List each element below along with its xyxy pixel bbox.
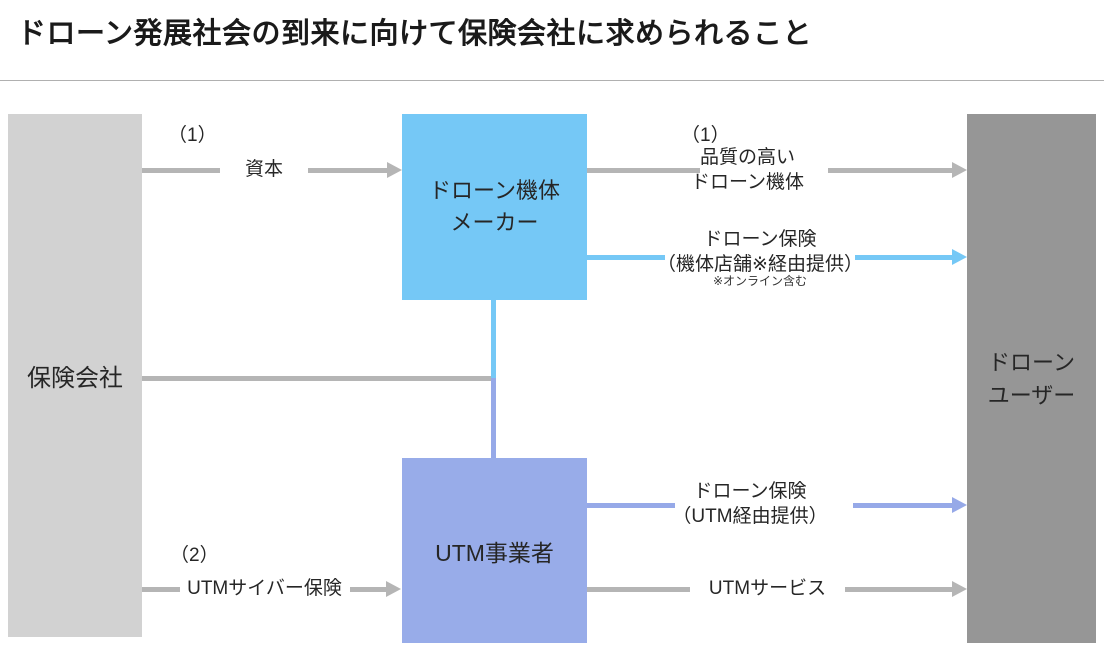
drone-user-label-line2: ユーザー: [987, 382, 1076, 408]
insurance-via-store-note: ※オンライン含む: [712, 274, 808, 288]
drone-maker-label: ドローン機体 メーカー: [429, 175, 560, 239]
drone-maker-label-line2: メーカー: [450, 210, 539, 235]
insurance-via-store-arrow-label: ドローン保険 （機体店舗※経由提供）: [640, 228, 880, 277]
insurance-company-label: 保険会社: [27, 365, 123, 392]
utm-cyber-arrow-head: [386, 581, 401, 597]
insurance-trunk-line: [142, 376, 493, 381]
capital-arrow-label: 資本: [244, 159, 283, 180]
insurance-via-utm-arrow-head: [952, 497, 967, 513]
page-title: ドローン発展社会の到来に向けて保険会社に求められること: [17, 18, 813, 50]
utm-service-arrow-head: [952, 581, 967, 597]
drone-maker-label-line1: ドローン機体: [429, 178, 560, 204]
insurance-via-utm-label-line1: ドローン保険: [693, 481, 807, 502]
insurance-company-box: 保険会社: [8, 114, 142, 637]
quality-drone-arrow-line-right: [828, 168, 953, 173]
quality-drone-arrow-head: [952, 162, 967, 178]
insurance-via-utm-label-line2: （UTM経由提供）: [672, 505, 828, 527]
insurance-via-store-label-line2: （機体店舗※経由提供）: [657, 253, 863, 275]
quality-drone-label-line1: 品質の高い: [699, 147, 795, 168]
insurance-via-store-arrow-head: [952, 249, 967, 265]
capital-arrow-line-right: [308, 168, 388, 173]
insurance-via-store-label-line1: ドローン保険: [703, 229, 817, 250]
quality-drone-arrow-line-left: [587, 168, 700, 173]
quality-drone-label-line2: ドローン機体: [690, 171, 805, 193]
insurance-via-utm-arrow-label: ドローン保険 （UTM経由提供）: [645, 480, 855, 529]
utm-service-arrow-line-left: [587, 587, 690, 592]
insurance-via-store-arrow-line-left: [587, 255, 665, 260]
utm-service-arrow-line-right: [845, 587, 953, 592]
quality-drone-arrow-label: 品質の高い ドローン機体: [660, 146, 835, 195]
connector-maker-vertical-line: [491, 300, 496, 378]
connector-utm-vertical-line: [491, 378, 496, 458]
utm-cyber-arrow-line-right: [350, 587, 387, 592]
capital-edge-tag: （1）: [168, 125, 217, 146]
title-divider: [0, 80, 1104, 81]
drone-user-box: ドローン ユーザー: [967, 114, 1096, 643]
utm-cyber-edge-tag: （2）: [170, 545, 219, 566]
drone-user-label-line1: ドローン: [988, 349, 1075, 375]
capital-arrow-line-left: [142, 168, 220, 173]
utm-operator-label: UTM事業者: [435, 539, 554, 566]
quality-drone-edge-tag: （1）: [681, 125, 730, 146]
insurance-via-store-arrow-line-right: [855, 255, 953, 260]
insurance-via-utm-arrow-line-left: [587, 503, 675, 508]
insurance-via-utm-arrow-line-right: [853, 503, 953, 508]
utm-cyber-arrow-label: UTMサイバー保険: [187, 578, 342, 599]
utm-operator-box: UTM事業者: [402, 458, 587, 643]
drone-maker-box: ドローン機体 メーカー: [402, 114, 587, 300]
capital-arrow-head: [387, 162, 402, 178]
utm-service-arrow-label: UTMサービス: [708, 578, 827, 599]
utm-cyber-arrow-line-left: [142, 587, 180, 592]
drone-user-label: ドローン ユーザー: [988, 346, 1076, 412]
